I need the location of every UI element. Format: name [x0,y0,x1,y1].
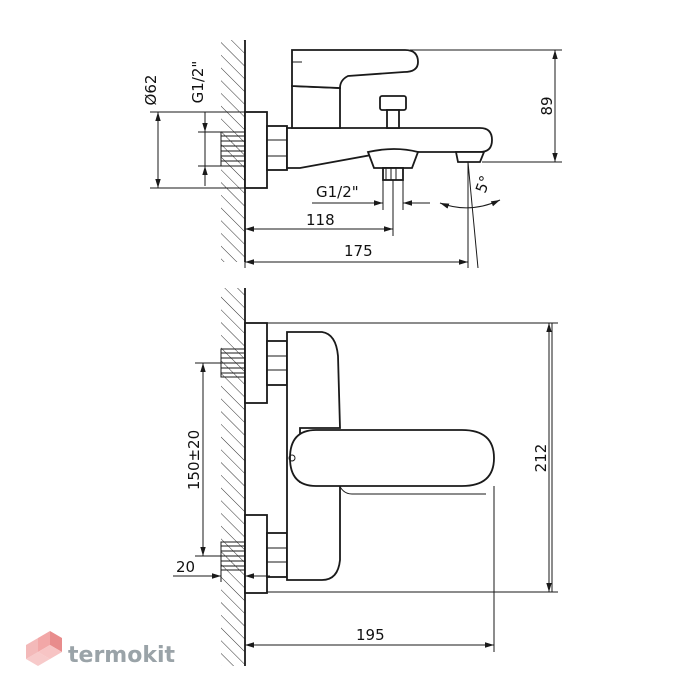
front-height-label: 212 [532,444,550,473]
front-upper-nut [266,340,288,386]
side-escutcheon [244,111,268,189]
side-connector-nut [266,125,288,171]
front-upper-escutcheon [244,322,268,404]
side-lever-base [291,85,341,129]
front-lever [289,429,495,487]
brand-name: termokit [68,643,175,668]
cube-logo-icon [26,631,62,666]
side-dim-175: 175 [344,242,373,260]
side-thread-bottom-label: G1/2" [316,183,359,201]
front-outline [244,322,553,593]
side-height-label: 89 [538,96,556,115]
side-shower-outlet [366,148,420,169]
side-thread-left-label: G1/2" [189,61,207,104]
side-spout-outlet [454,151,486,163]
side-diameter-label: Ø62 [142,75,160,106]
front-lower-nut [266,532,288,578]
side-dim-118: 118 [306,211,335,229]
side-diverter-knob [379,95,407,111]
front-lower-escutcheon [244,514,268,594]
front-offset-label: 20 [176,558,195,576]
front-wall-hatch [221,288,245,666]
side-view: Ø62 G1/2" 89 G1/2" 5° 118 175 [142,40,562,269]
front-width-label: 195 [356,626,385,644]
side-lever [291,49,419,89]
side-angle-label: 5° [472,173,495,195]
brand-logo: termokit [26,631,175,668]
front-spacing-label: 150±20 [185,430,203,490]
side-thread-lines [221,135,245,162]
front-view: 212 150±20 20 195 [173,288,558,666]
